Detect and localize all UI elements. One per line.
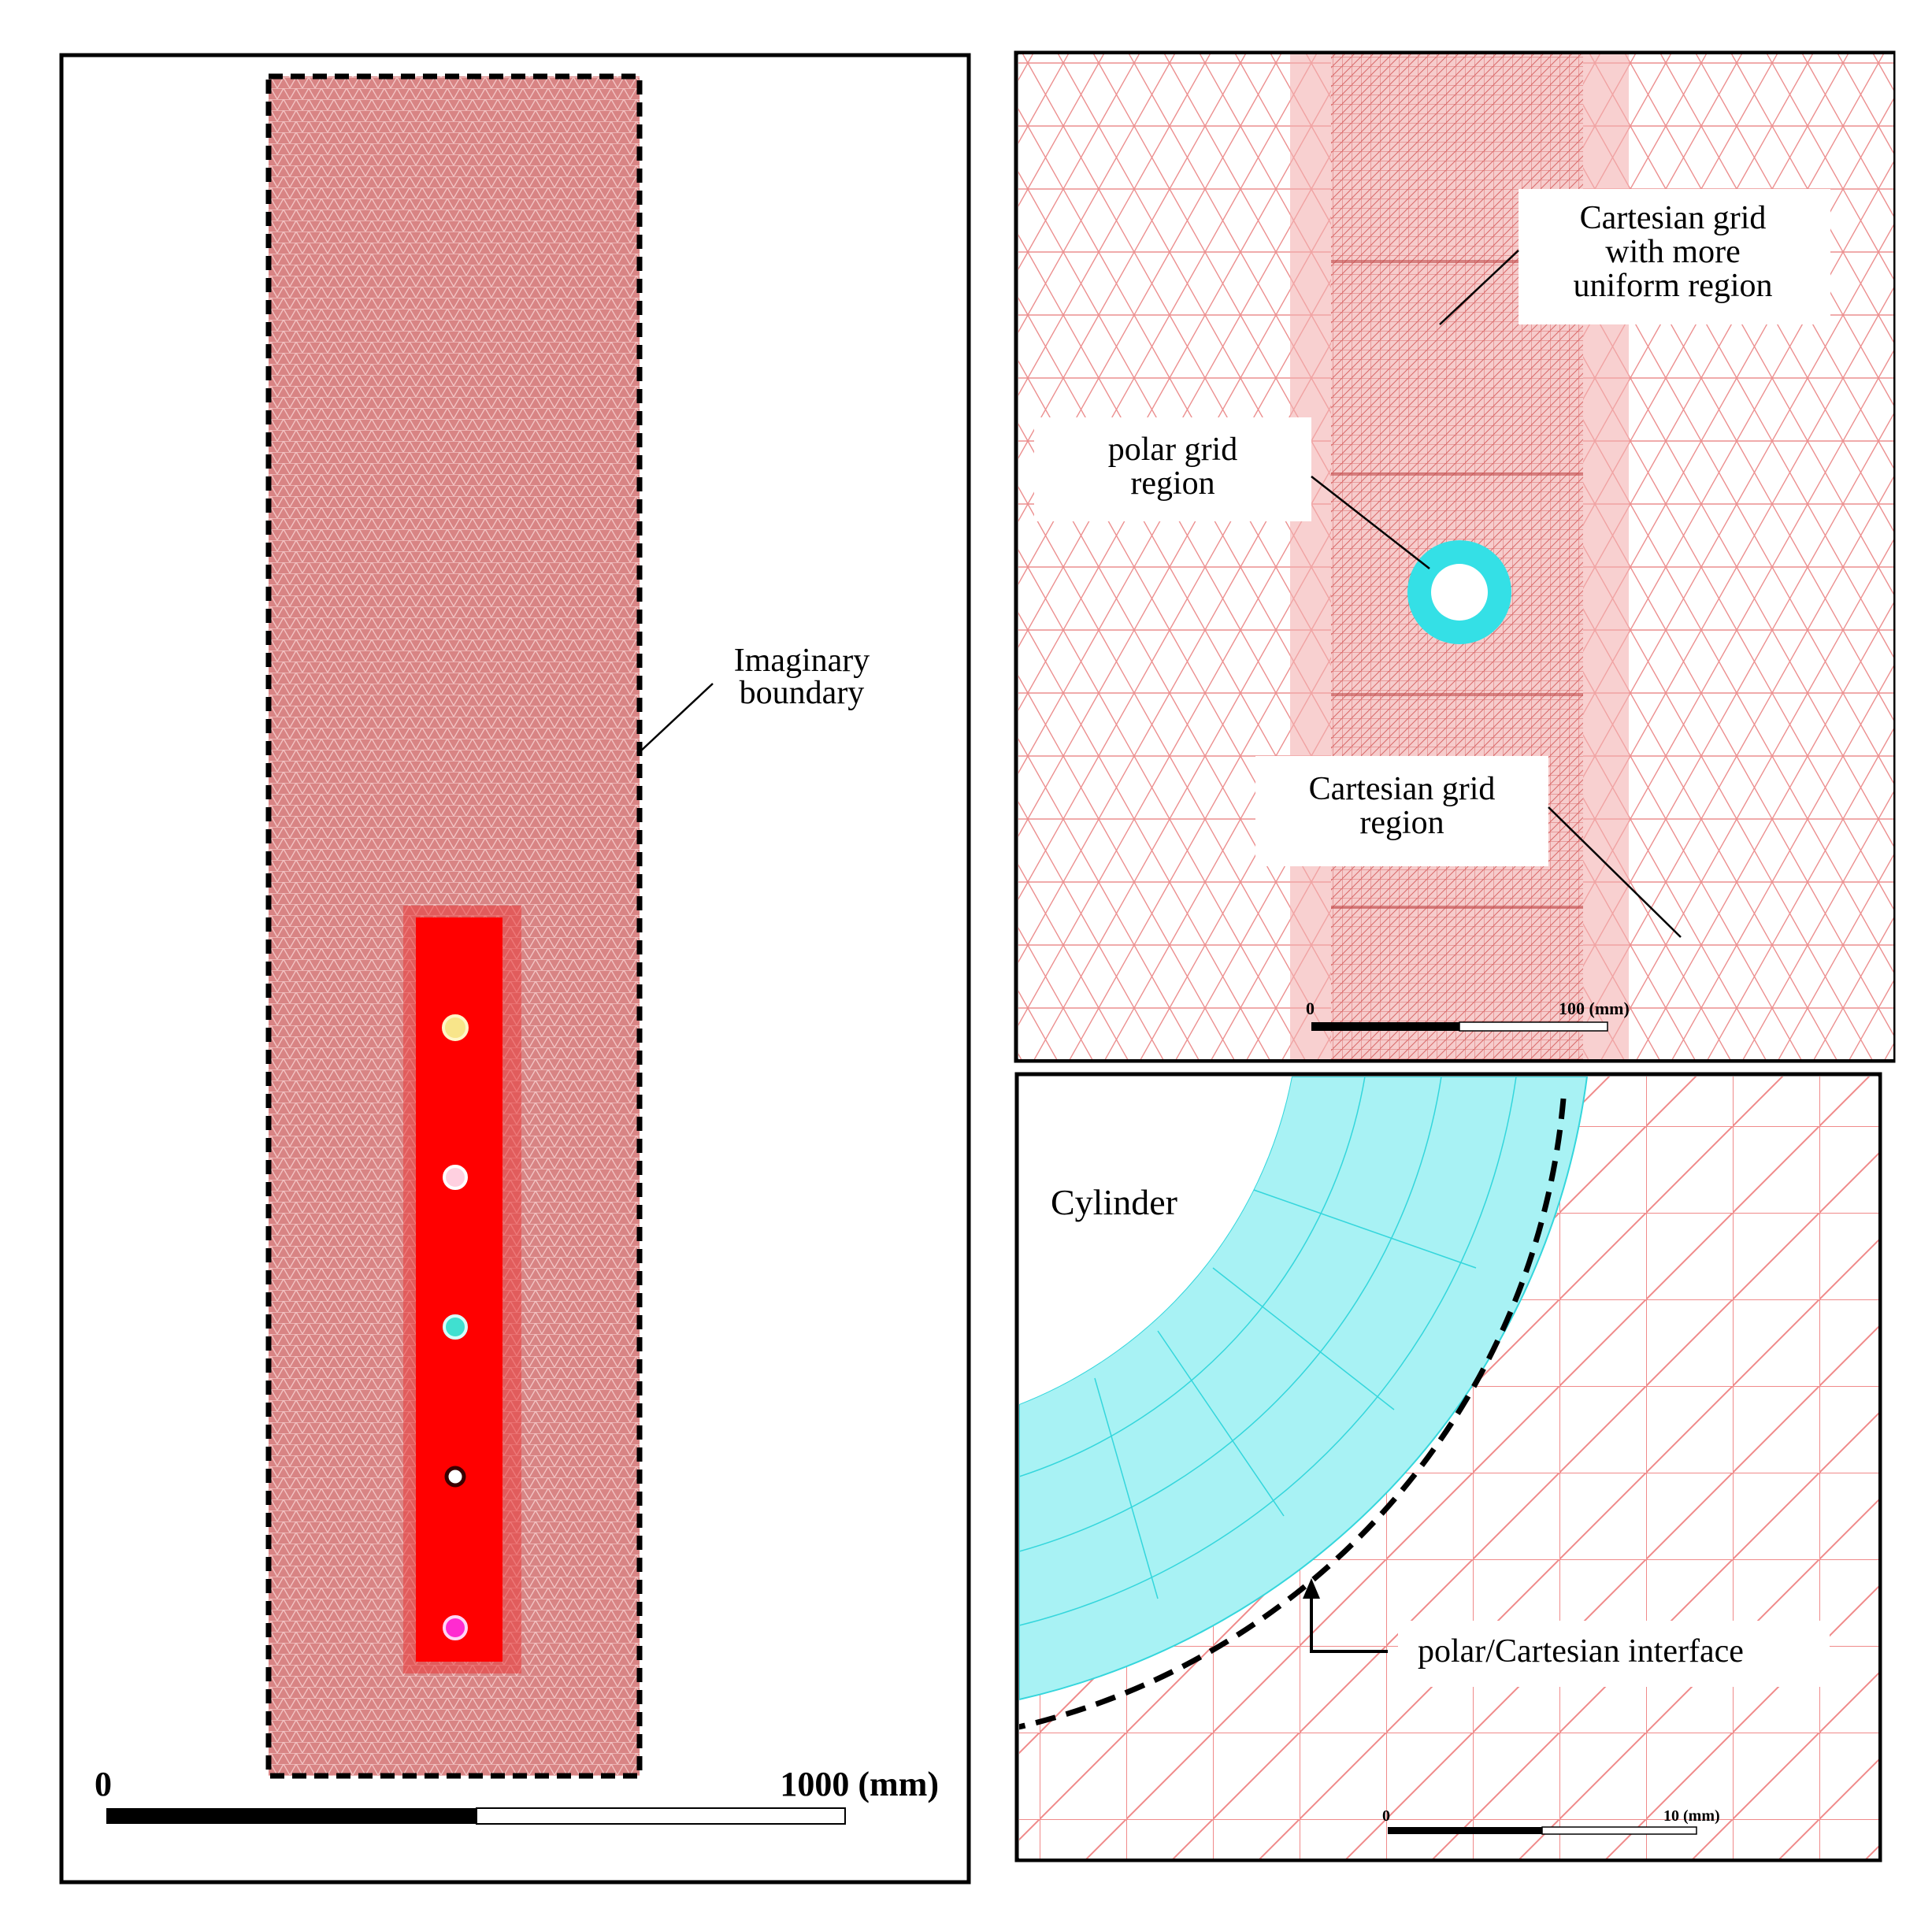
top-right-panel: Cartesian grid with more uniform region … (1014, 50, 1896, 1063)
bottom-right-scale-start: 0 (1382, 1807, 1390, 1825)
arrow-head-icon (1303, 1578, 1320, 1599)
label-polar-box (1034, 417, 1311, 521)
cylinder-marker-3 (443, 1314, 468, 1340)
bottom-right-panel: Cylinder polar/Cartesian interface 0 10 … (1014, 1072, 1882, 1862)
label-cartesian-line2: region (1359, 805, 1444, 841)
cylinder-marker-1 (442, 1014, 469, 1041)
polar-grid-radial-lines (1094, 1189, 1477, 1599)
label-uniform-line1: Cartesian grid (1580, 200, 1767, 236)
top-right-scale-end: 100 (mm) (1559, 999, 1630, 1018)
left-scale-filled (106, 1808, 477, 1824)
uniform-grid-stripe-2 (1331, 473, 1583, 476)
cylinder-marker-5 (443, 1615, 468, 1640)
label-uniform-line3: uniform region (1573, 268, 1772, 304)
uniform-grid-stripe-1 (1331, 260, 1583, 263)
label-cartesian-line1: Cartesian grid (1309, 771, 1496, 807)
top-right-scale-bar: 0 100 (mm) (1306, 999, 1630, 1032)
transition-mesh-left (1290, 54, 1337, 1059)
polar-cartesian-interface (1019, 1098, 1567, 1730)
bottom-right-scale-empty (1541, 1826, 1697, 1835)
bottom-right-scale-filled (1388, 1827, 1542, 1834)
cylinder-surface (1019, 1077, 1292, 1404)
dense-mesh-region (416, 917, 502, 1662)
left-scale-start: 0 (95, 1765, 112, 1803)
top-right-scale-start: 0 (1306, 999, 1315, 1018)
uniform-grid-stripe-4 (1331, 906, 1583, 909)
label-uniform-line2: with more (1605, 234, 1740, 270)
left-panel: Imaginary boundary 0 1000 (mm) (59, 53, 971, 1885)
bottom-right-scale-bar: 0 10 (mm) (1382, 1807, 1720, 1835)
boundary-leader-line (639, 683, 714, 753)
uniform-grid-stripe-3 (1331, 693, 1583, 696)
label-polar-line2: region (1130, 465, 1214, 502)
boundary-label-line1: Imaginary (734, 643, 870, 679)
cylinder-hole (1431, 564, 1488, 621)
label-polar-line1: polar grid (1108, 432, 1237, 468)
interface-arrow (1303, 1578, 1388, 1653)
cylinder-markers (442, 1014, 469, 1640)
label-interface: polar/Cartesian interface (1418, 1633, 1744, 1670)
top-right-scale-empty (1459, 1021, 1608, 1032)
cylinder-marker-2 (443, 1165, 468, 1190)
label-interface-box (1398, 1621, 1830, 1687)
cylinder-marker-4 (444, 1466, 466, 1488)
polar-leader-line (1311, 476, 1430, 569)
label-uniform-box (1519, 189, 1830, 324)
top-right-scale-filled (1311, 1022, 1459, 1031)
left-scale-end: 1000 (mm) (780, 1765, 939, 1803)
cartesian-leader-line (1548, 806, 1682, 938)
left-scale-bar: 0 1000 (mm) (95, 1765, 939, 1825)
left-scale-empty (476, 1807, 846, 1825)
bottom-right-scale-end: 10 (mm) (1663, 1807, 1720, 1825)
polar-grid-arcs (1019, 1077, 1517, 1626)
boundary-label-line2: boundary (740, 675, 865, 711)
uniform-leader-line (1439, 250, 1519, 325)
imaginary-boundary (265, 73, 643, 1779)
label-cylinder: Cylinder (1051, 1182, 1177, 1222)
label-cartesian-box (1255, 756, 1548, 866)
